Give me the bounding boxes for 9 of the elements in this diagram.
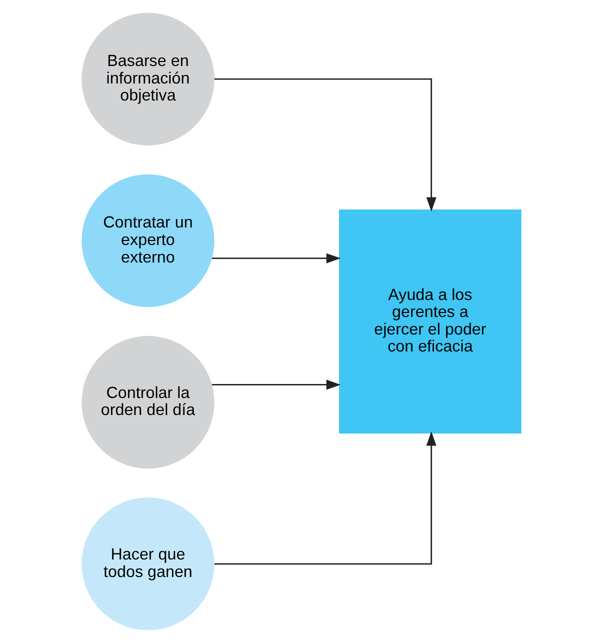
arrow [212, 253, 341, 264]
arrow [212, 380, 341, 390]
node-box: Ayuda a los gerentes a ejercer el poder con eficacia [339, 210, 522, 434]
node-circle: Contratar un experto externo [82, 174, 214, 308]
node-circle: Controlar la orden del día [82, 336, 214, 469]
arrow [214, 78, 436, 212]
node-circle: Basarse en información objetiva [82, 12, 214, 146]
arrow [214, 431, 436, 565]
node-circle: Hacer que todos ganen [82, 498, 214, 630]
